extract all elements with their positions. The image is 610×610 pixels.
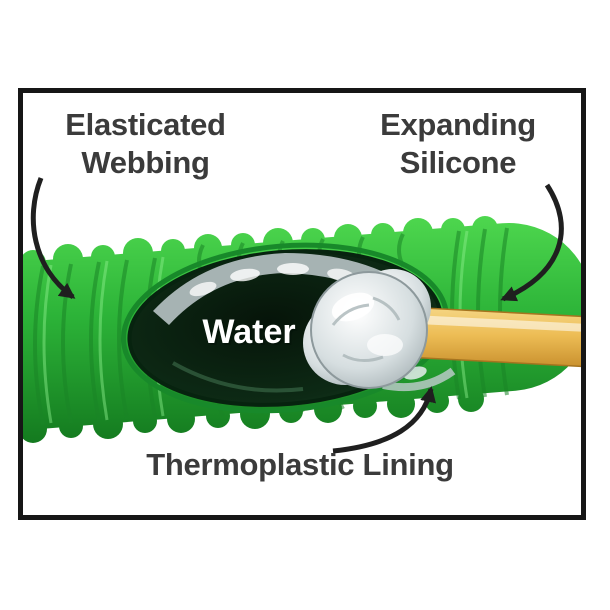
label-elasticated-line1: Elasticated <box>65 107 226 142</box>
hose-illustration: Water Water <box>23 177 581 454</box>
water-label-text: Water <box>202 313 295 351</box>
label-thermo-line1: Thermoplastic Lining <box>146 447 454 482</box>
arrow-thermoplastic-lining <box>332 386 436 454</box>
label-elasticated-line2: Webbing <box>81 144 210 180</box>
label-thermoplastic-lining: Thermoplastic Lining <box>75 446 525 484</box>
label-silicone-line2: Silicone <box>399 144 517 180</box>
diagram-frame: Water Water <box>18 88 586 520</box>
arrow-expanding-silicone <box>500 183 564 302</box>
water-label-shadow: Water <box>204 315 297 353</box>
label-elasticated-webbing: Elasticated Webbing <box>28 106 263 182</box>
annotation-arrows <box>30 177 564 454</box>
water-label: Water Water <box>202 313 297 353</box>
arrow-elasticated-webbing <box>30 177 76 300</box>
label-expanding-silicone: Expanding Silicone <box>338 106 578 182</box>
silicone-cross-section <box>303 269 431 389</box>
label-silicone-line1: Expanding <box>380 107 536 142</box>
